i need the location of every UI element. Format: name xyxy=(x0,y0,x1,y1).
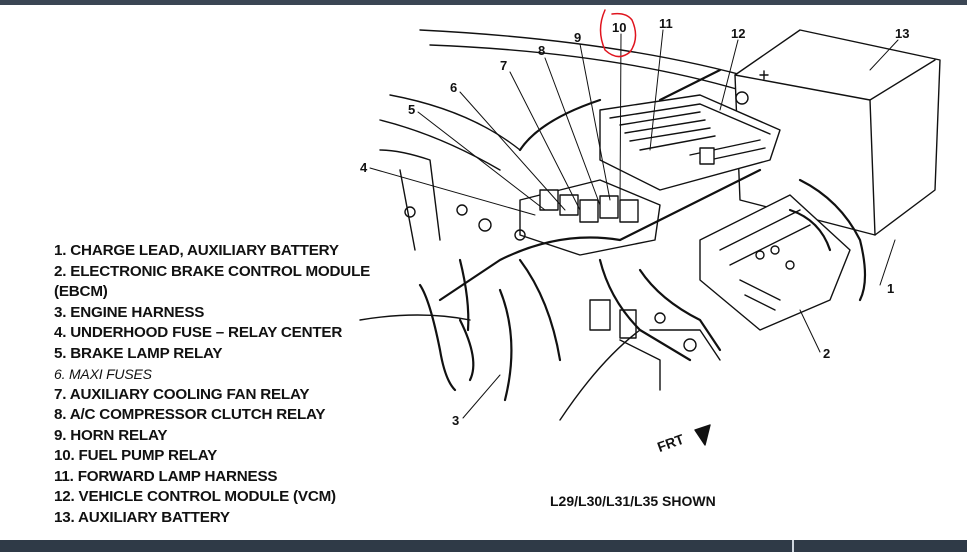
vcm-module-shape xyxy=(599,94,781,191)
engine-variants-note: L29/L30/L31/L35 SHOWN xyxy=(550,493,716,509)
callout-3: 3 xyxy=(452,413,459,428)
legend-item: 13. AUXILIARY BATTERY xyxy=(54,508,230,526)
legend-item: 3. ENGINE HARNESS xyxy=(54,303,205,321)
auxiliary-battery-shape xyxy=(734,29,941,236)
callout-9: 9 xyxy=(574,30,581,45)
callout-7: 7 xyxy=(500,58,507,73)
legend-item: 2. ELECTRONIC BRAKE CONTROL MODULE(EBCM) xyxy=(54,262,370,303)
legend-item-continuation: (EBCM) xyxy=(54,283,108,300)
legend-item: 5. BRAKE LAMP RELAY xyxy=(54,344,223,362)
callout-13: 13 xyxy=(895,26,909,41)
frt-arrow-icon xyxy=(694,424,711,446)
legend-item: 12. VEHICLE CONTROL MODULE (VCM) xyxy=(54,488,336,505)
red-annotation-circle xyxy=(599,9,637,58)
legend-item: 4. UNDERHOOD FUSE – RELAY CENTER xyxy=(54,324,343,341)
bottom-bar xyxy=(0,540,967,552)
fender-outline xyxy=(359,29,761,421)
callout-1: 1 xyxy=(887,281,894,296)
legend-item: 8. A/C COMPRESSOR CLUTCH RELAY xyxy=(54,406,326,423)
wiring-harness xyxy=(418,68,867,402)
bottom-bar-divider xyxy=(792,540,794,552)
leader-lines xyxy=(369,29,899,419)
legend-item: 6. MAXI FUSES xyxy=(54,366,152,382)
callout-10: 10 xyxy=(612,20,626,35)
callout-5: 5 xyxy=(408,102,415,117)
callout-12: 12 xyxy=(731,26,745,41)
component-legend: 1. CHARGE LEAD, AUXILIARY BATTERY 2. ELE… xyxy=(54,241,370,528)
callout-6: 6 xyxy=(450,80,457,95)
callout-2: 2 xyxy=(823,346,830,361)
legend-item: 9. HORN RELAY xyxy=(54,426,168,444)
callout-4: 4 xyxy=(360,160,368,175)
ebcm-module-shape xyxy=(699,194,851,331)
top-bar xyxy=(0,0,967,5)
engine-components xyxy=(404,204,721,391)
callout-numbers: 1 2 3 4 5 6 7 8 9 10 11 12 13 xyxy=(360,16,909,428)
callout-8: 8 xyxy=(538,43,545,58)
legend-item: 11. FORWARD LAMP HARNESS xyxy=(54,467,278,485)
callout-11: 11 xyxy=(659,16,673,31)
legend-item: 10. FUEL PUMP RELAY xyxy=(54,447,218,464)
legend-item: 1. CHARGE LEAD, AUXILIARY BATTERY xyxy=(54,242,339,259)
legend-item: 7. AUXILIARY COOLING FAN RELAY xyxy=(54,385,310,403)
